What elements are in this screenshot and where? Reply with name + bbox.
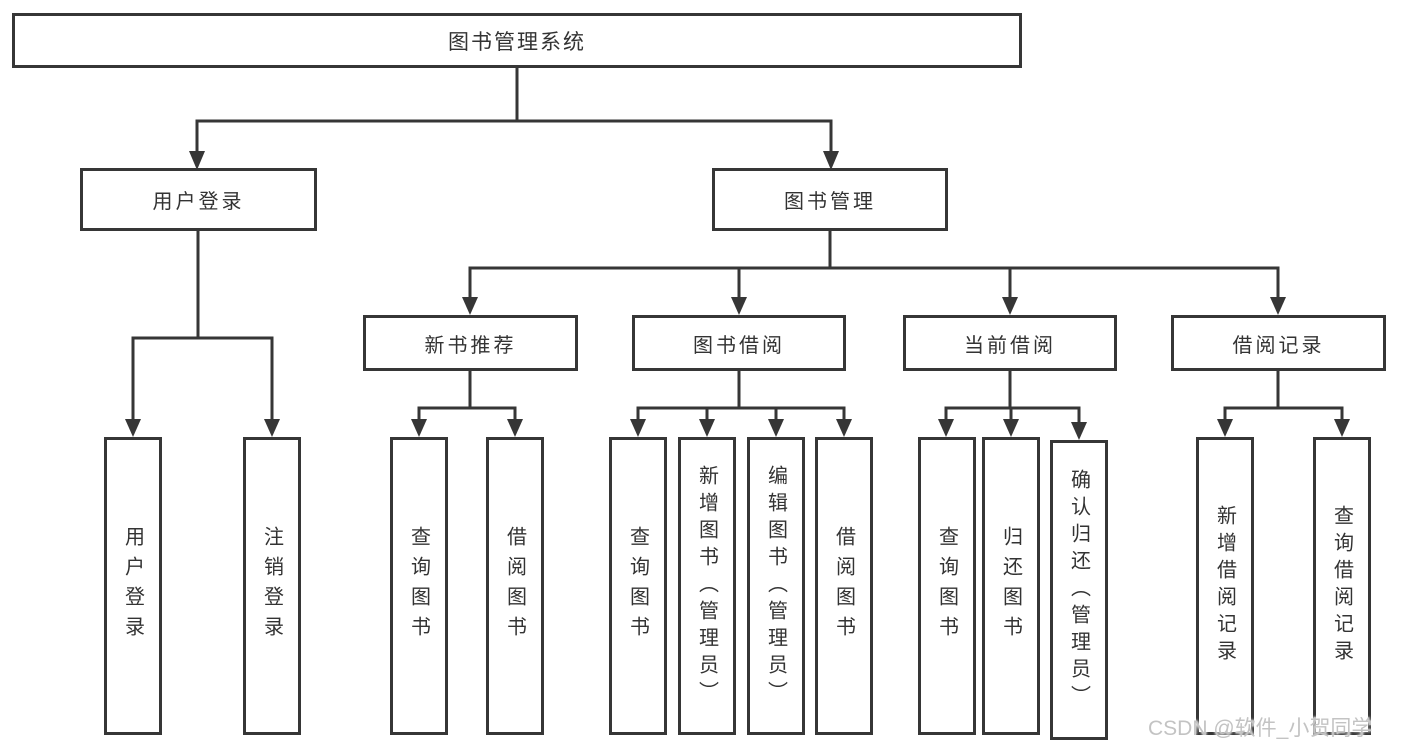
leaf-query-books-1-label: 查询图书 xyxy=(407,526,430,646)
node-user-login-label: 用户登录 xyxy=(152,191,245,213)
leaf-add-borrow-record: 新增借阅记录 xyxy=(1196,437,1254,735)
leaf-query-books-2: 查询图书 xyxy=(609,437,667,735)
leaf-edit-books-admin-label: 编辑图书（管理员） xyxy=(764,464,787,708)
node-current-borrow: 当前借阅 xyxy=(903,315,1117,371)
node-borrow-records: 借阅记录 xyxy=(1171,315,1386,371)
node-root-label: 图书管理系统 xyxy=(448,30,586,54)
leaf-query-borrow-record-label: 查询借阅记录 xyxy=(1330,505,1353,667)
leaf-add-borrow-record-label: 新增借阅记录 xyxy=(1213,505,1236,667)
leaf-query-books-3: 查询图书 xyxy=(918,437,976,735)
node-book-borrow: 图书借阅 xyxy=(632,315,846,371)
leaf-return-books-label: 归还图书 xyxy=(999,526,1022,646)
leaf-query-books-3-label: 查询图书 xyxy=(935,526,958,646)
node-borrow-records-label: 借阅记录 xyxy=(1232,334,1325,357)
leaf-return-books: 归还图书 xyxy=(982,437,1040,735)
leaf-user-login-label: 用户登录 xyxy=(121,526,144,646)
node-book-management-label: 图书管理 xyxy=(784,191,876,213)
node-current-borrow-label: 当前借阅 xyxy=(964,334,1056,357)
node-root: 图书管理系统 xyxy=(12,13,1022,68)
leaf-logout-label: 注销登录 xyxy=(260,526,283,646)
node-new-book-recommend-label: 新书推荐 xyxy=(424,334,517,357)
leaf-borrow-books-2-label: 借阅图书 xyxy=(832,526,855,646)
leaf-add-books-admin: 新增图书（管理员） xyxy=(678,437,736,735)
node-new-book-recommend: 新书推荐 xyxy=(363,315,578,371)
watermark: CSDN @软件_小贺同学 xyxy=(1148,717,1373,740)
node-book-borrow-label: 图书借阅 xyxy=(693,334,785,357)
leaf-edit-books-admin: 编辑图书（管理员） xyxy=(747,437,805,735)
leaf-logout: 注销登录 xyxy=(243,437,301,735)
leaf-confirm-return-admin: 确认归还（管理员） xyxy=(1050,440,1108,740)
leaf-confirm-return-admin-label: 确认归还（管理员） xyxy=(1067,468,1090,712)
leaf-borrow-books-2: 借阅图书 xyxy=(815,437,873,735)
node-user-login: 用户登录 xyxy=(80,168,317,231)
leaf-user-login: 用户登录 xyxy=(104,437,162,735)
leaf-borrow-books-1-label: 借阅图书 xyxy=(503,526,526,646)
leaf-query-books-1: 查询图书 xyxy=(390,437,448,735)
node-book-management: 图书管理 xyxy=(712,168,948,231)
leaf-add-books-admin-label: 新增图书（管理员） xyxy=(695,464,718,708)
leaf-query-borrow-record: 查询借阅记录 xyxy=(1313,437,1371,735)
leaf-query-books-2-label: 查询图书 xyxy=(626,526,649,646)
leaf-borrow-books-1: 借阅图书 xyxy=(486,437,544,735)
